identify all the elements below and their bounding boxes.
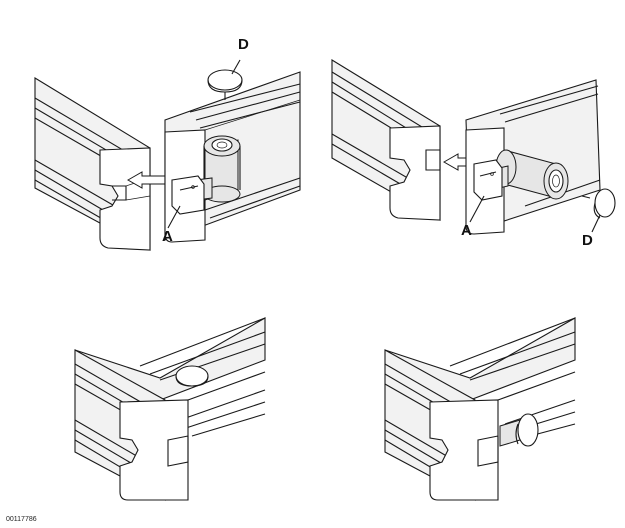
profile-left-3 (74, 349, 266, 501)
panel-top-right (331, 59, 616, 235)
profile-left-4 (384, 349, 576, 501)
label-a-top-right: A (461, 222, 472, 239)
connector-body-1 (203, 135, 241, 203)
panel-top-left (34, 59, 301, 251)
panel-bottom-right (384, 317, 576, 501)
label-d-top-left: D (238, 36, 249, 53)
cap-d-4-installed (499, 413, 539, 447)
label-d-top-right: D (582, 232, 593, 249)
nut-a-1 (167, 175, 213, 229)
profile-left-2 (331, 59, 441, 221)
cap-d-2 (581, 188, 616, 233)
profile-right-2 (465, 79, 601, 235)
panel-bottom-left (74, 317, 266, 501)
cap-d-1 (207, 59, 243, 100)
figure-code: 00117786 (6, 516, 37, 523)
label-a-top-left: A (162, 228, 173, 245)
nut-a-2 (469, 159, 509, 223)
profile-left-1 (34, 77, 151, 251)
cap-d-3-installed (175, 365, 209, 387)
